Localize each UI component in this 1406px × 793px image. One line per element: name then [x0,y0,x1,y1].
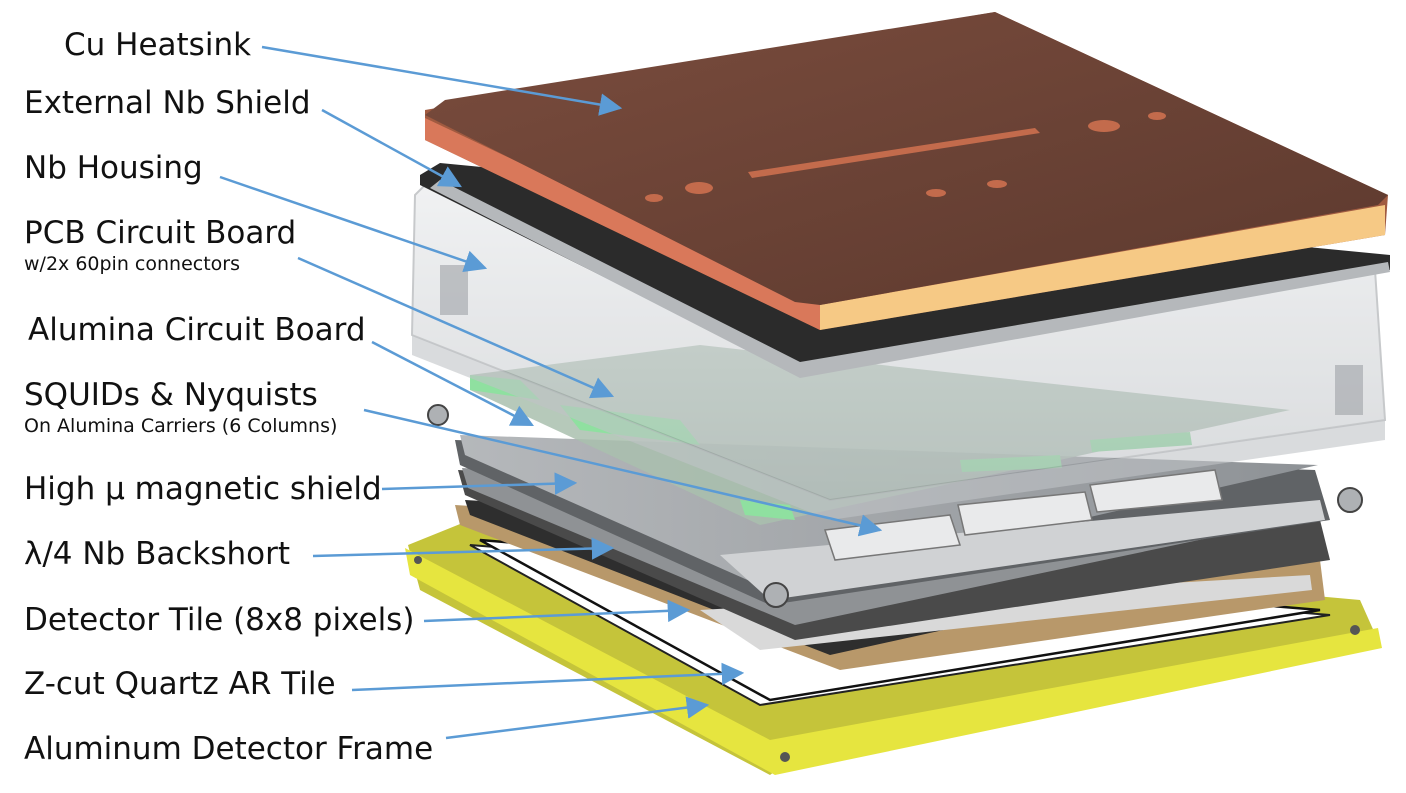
label-pcb-connectors: w/2x 60pin connectors [24,253,240,275]
label-squids-nyquists: SQUIDs & Nyquists On Alumina Carriers (6… [24,377,338,437]
leader-detector-tile [423,599,691,623]
leader-cu-heatsink [261,45,623,116]
cu-heatsink-part [425,12,1388,330]
leader-lines [219,45,883,740]
label-high-mu-shield: High μ magnetic shield [24,471,382,507]
label-quartz-ar-tile: Z-cut Quartz AR Tile [24,666,336,702]
leader-squids [363,408,883,537]
label-nb-housing: Nb Housing [24,150,203,186]
leader-backshort [312,537,615,560]
label-squid-carriers: On Alumina Carriers (6 Columns) [24,415,338,437]
leader-aluminum-frame [445,696,710,740]
leader-quartz-tile [351,662,745,692]
leader-external-nb-shield [321,108,462,188]
label-nb-backshort: λ/4 Nb Backshort [24,536,291,572]
squid-carriers [823,469,1223,561]
label-pcb-circuit-board: PCB Circuit Board w/2x 60pin connectors [24,215,297,275]
label-detector-tile: Detector Tile (8x8 pixels) [24,602,415,638]
leader-nb-housing [219,175,488,273]
leader-high-mu-shield [381,472,578,495]
leader-alumina-circuit-board [371,340,534,427]
label-aluminum-detector-frame: Aluminum Detector Frame [24,731,434,767]
leader-pcb-circuit-board [297,256,615,399]
label-cu-heatsink: Cu Heatsink [64,27,252,63]
label-alumina-circuit-board: Alumina Circuit Board [28,312,366,348]
label-external-nb-shield: External Nb Shield [24,85,311,121]
